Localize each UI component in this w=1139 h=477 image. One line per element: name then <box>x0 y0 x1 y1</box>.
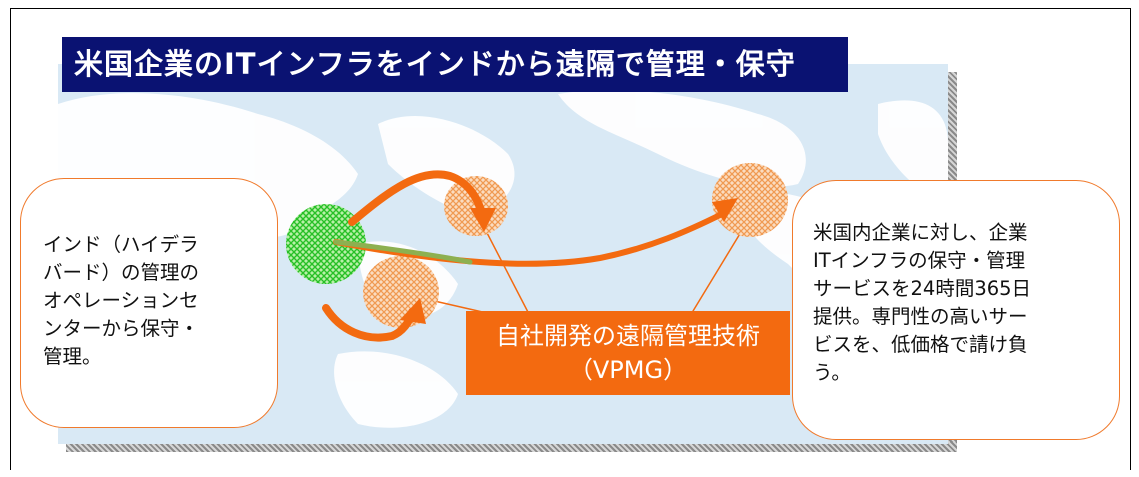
india-callout-line: ンターから保守・ <box>43 317 200 340</box>
map-shadow-bottom <box>66 442 957 452</box>
us-callout-line: サービスを24時間365日 <box>813 277 1032 300</box>
us-callout-line: う。 <box>813 361 851 384</box>
tech-box-acronym: （VPMG） <box>568 356 688 384</box>
india-operations-callout: インド（ハイデラ バード）の管理の オペレーションセ ンターから保守・ 管理。 <box>20 178 278 428</box>
arrow-to-japan <box>348 170 486 226</box>
arrowhead-japan <box>470 208 496 232</box>
arrowhead-southeast-asia <box>400 298 426 324</box>
us-callout-line: ITインフラの保守・管理 <box>813 249 1026 272</box>
india-callout-line: インド（ハイデラ <box>43 233 199 256</box>
us-callout-line: 提供。専門性の高いサー <box>813 305 1028 328</box>
us-callout-line: ビスを、低価格で請け負 <box>813 333 1028 356</box>
arrow-to-southeast-asia <box>322 304 416 342</box>
arrow-heads <box>400 198 738 324</box>
arrow-to-usa <box>333 211 725 267</box>
india-callout-line: 管理。 <box>43 345 102 368</box>
flow-arrows <box>322 170 725 342</box>
tech-box-title: 自社開発の遠隔管理技術 <box>496 322 760 350</box>
remote-management-tech-box: 自社開発の遠隔管理技術 （VPMG） <box>466 311 790 395</box>
arrowhead-usa <box>712 198 738 222</box>
origin-hub-india <box>286 204 366 284</box>
us-callout-line: 米国内企業に対し、企業 <box>813 221 1028 244</box>
us-service-callout: 米国内企業に対し、企業 ITインフラの保守・管理 サービスを24時間365日 提… <box>792 180 1120 440</box>
target-region-southeast-asia <box>363 256 439 328</box>
india-callout-line: バード）の管理の <box>43 261 200 284</box>
target-region-usa <box>712 163 788 237</box>
page-title: 米国企業のITインフラをインドから遠隔で管理・保守 <box>62 37 848 92</box>
india-callout-line: オペレーションセ <box>43 289 199 312</box>
